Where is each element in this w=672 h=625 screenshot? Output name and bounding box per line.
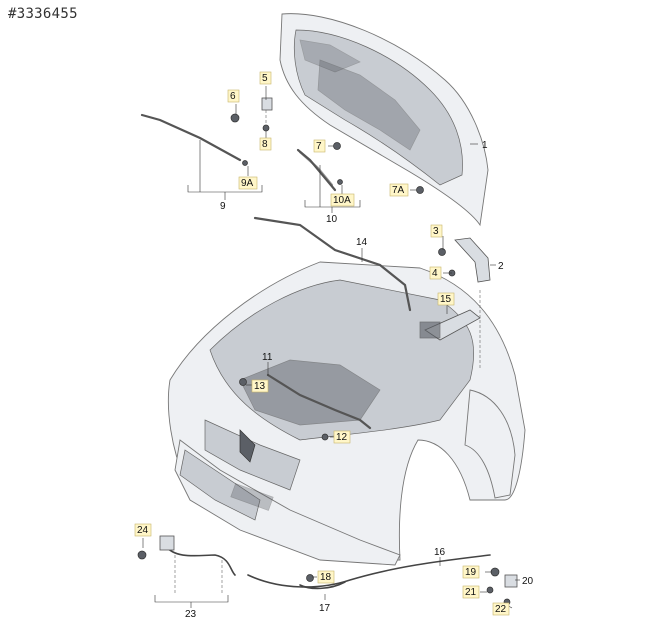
callout-12: 12 (333, 430, 351, 444)
hinge-2 (454, 237, 491, 283)
callout-16: 16 (434, 547, 446, 558)
callout-5: 5 (259, 71, 272, 85)
hood-support-rod-11 (266, 373, 372, 430)
seal-14 (253, 216, 412, 312)
callout-20: 20 (522, 576, 534, 587)
svg-text:20: 20 (522, 576, 534, 587)
svg-text:18: 18 (320, 572, 332, 583)
release-cable-16 (247, 554, 491, 588)
callout-7a: 7A (389, 183, 409, 197)
callout-7: 7 (313, 139, 326, 153)
svg-text:11: 11 (262, 352, 273, 363)
svg-text:22: 22 (495, 604, 507, 615)
callout-21: 21 (462, 585, 480, 599)
svg-text:13: 13 (254, 381, 266, 392)
svg-text:10A: 10A (333, 195, 351, 206)
callout-19: 19 (462, 565, 480, 579)
svg-text:4: 4 (432, 268, 438, 279)
callout-13: 13 (251, 379, 269, 393)
callout-4: 4 (429, 266, 442, 280)
diagram-reference-number: #3336455 (8, 6, 78, 22)
callout-9a: 9A (238, 176, 258, 190)
svg-text:19: 19 (465, 567, 477, 578)
svg-text:23: 23 (185, 609, 197, 620)
svg-text:17: 17 (319, 603, 331, 614)
svg-text:21: 21 (465, 587, 477, 598)
callout-24: 24 (134, 523, 152, 537)
svg-text:3: 3 (433, 226, 439, 237)
callout-15: 15 (437, 292, 455, 306)
callout-14: 14 (356, 237, 368, 248)
svg-text:12: 12 (336, 432, 348, 443)
svg-text:16: 16 (434, 547, 446, 558)
callout-2: 2 (498, 261, 504, 272)
svg-text:2: 2 (498, 261, 504, 272)
callout-22: 22 (492, 602, 510, 616)
callout-11: 11 (262, 352, 273, 363)
svg-text:14: 14 (356, 237, 368, 248)
callout-1: 1 (482, 140, 488, 151)
callout-8: 8 (259, 137, 272, 151)
fasteners (137, 97, 518, 606)
callout-9: 9 (220, 201, 226, 212)
callout-6: 6 (227, 89, 240, 103)
callout-23: 23 (185, 609, 197, 620)
svg-text:7A: 7A (392, 185, 405, 196)
bonnet-hood (279, 13, 489, 227)
svg-text:8: 8 (262, 139, 268, 150)
cable-23 (164, 544, 236, 576)
seal-9 (140, 113, 242, 162)
svg-text:9A: 9A (241, 178, 254, 189)
svg-text:24: 24 (137, 525, 149, 536)
callout-10: 10 (326, 214, 338, 225)
svg-text:10: 10 (326, 214, 338, 225)
gas-strut-15-body (419, 321, 441, 339)
callout-10a: 10A (330, 193, 355, 207)
callout-3: 3 (430, 224, 443, 238)
svg-text:5: 5 (262, 73, 268, 84)
svg-text:7: 7 (316, 141, 322, 152)
svg-text:1: 1 (482, 140, 488, 151)
svg-text:6: 6 (230, 91, 236, 102)
callout-18: 18 (317, 570, 335, 584)
svg-text:9: 9 (220, 201, 226, 212)
svg-text:15: 15 (440, 294, 452, 305)
callout-17: 17 (319, 603, 331, 614)
seal-10-strip (298, 150, 334, 187)
cable-17 (299, 581, 346, 590)
